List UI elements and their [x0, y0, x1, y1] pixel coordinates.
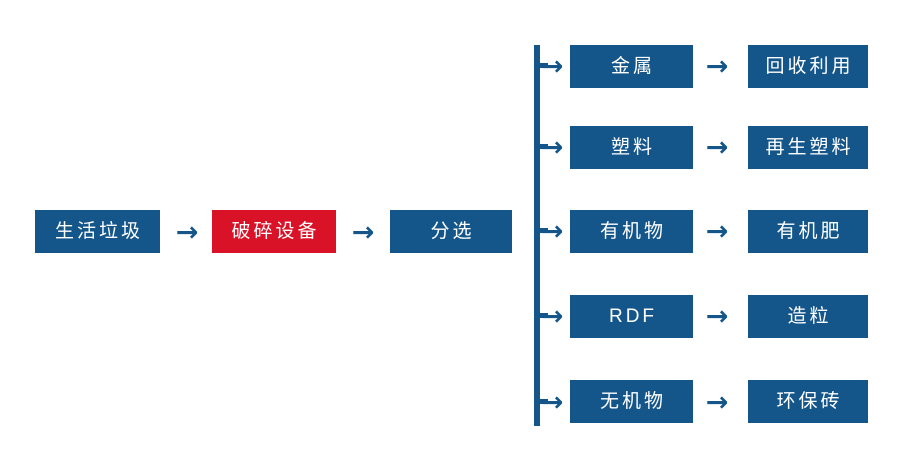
node-main-1[interactable]: 破碎设备: [212, 210, 336, 253]
arrow-right-icon-product-2: →: [705, 215, 729, 247]
node-fraction-4[interactable]: 无机物: [570, 380, 693, 423]
arrow-right-icon-product-1: →: [705, 131, 729, 163]
branch-stub-2: [534, 228, 548, 233]
arrow-right-icon-product-4: →: [705, 386, 729, 418]
vertical-connector-bus: [534, 45, 540, 426]
branch-stub-4: [534, 399, 548, 404]
arrow-right-icon-branch-1: →: [540, 131, 564, 163]
arrow-right-icon-main-1: →: [351, 216, 375, 248]
node-fraction-1[interactable]: 塑料: [570, 126, 693, 169]
arrow-right-icon-product-3: →: [705, 300, 729, 332]
node-fraction-0[interactable]: 金属: [570, 45, 693, 88]
branch-stub-1: [534, 144, 548, 149]
node-fraction-3[interactable]: RDF: [570, 295, 693, 338]
node-fraction-2[interactable]: 有机物: [570, 210, 693, 253]
arrow-right-icon-main-0: →: [175, 216, 199, 248]
branch-stub-3: [534, 313, 548, 318]
node-main-2[interactable]: 分选: [390, 210, 512, 253]
node-product-1[interactable]: 再生塑料: [748, 126, 868, 169]
node-product-0[interactable]: 回收利用: [748, 45, 868, 88]
node-product-2[interactable]: 有机肥: [748, 210, 868, 253]
arrow-right-icon-branch-4: →: [540, 386, 564, 418]
branch-stub-0: [534, 63, 548, 68]
node-main-0[interactable]: 生活垃圾: [35, 210, 160, 253]
node-product-4[interactable]: 环保砖: [748, 380, 868, 423]
arrow-right-icon-branch-0: →: [540, 50, 564, 82]
node-product-3[interactable]: 造粒: [748, 295, 868, 338]
arrow-right-icon-branch-3: →: [540, 300, 564, 332]
arrow-right-icon-branch-2: →: [540, 215, 564, 247]
arrow-right-icon-product-0: →: [705, 50, 729, 82]
